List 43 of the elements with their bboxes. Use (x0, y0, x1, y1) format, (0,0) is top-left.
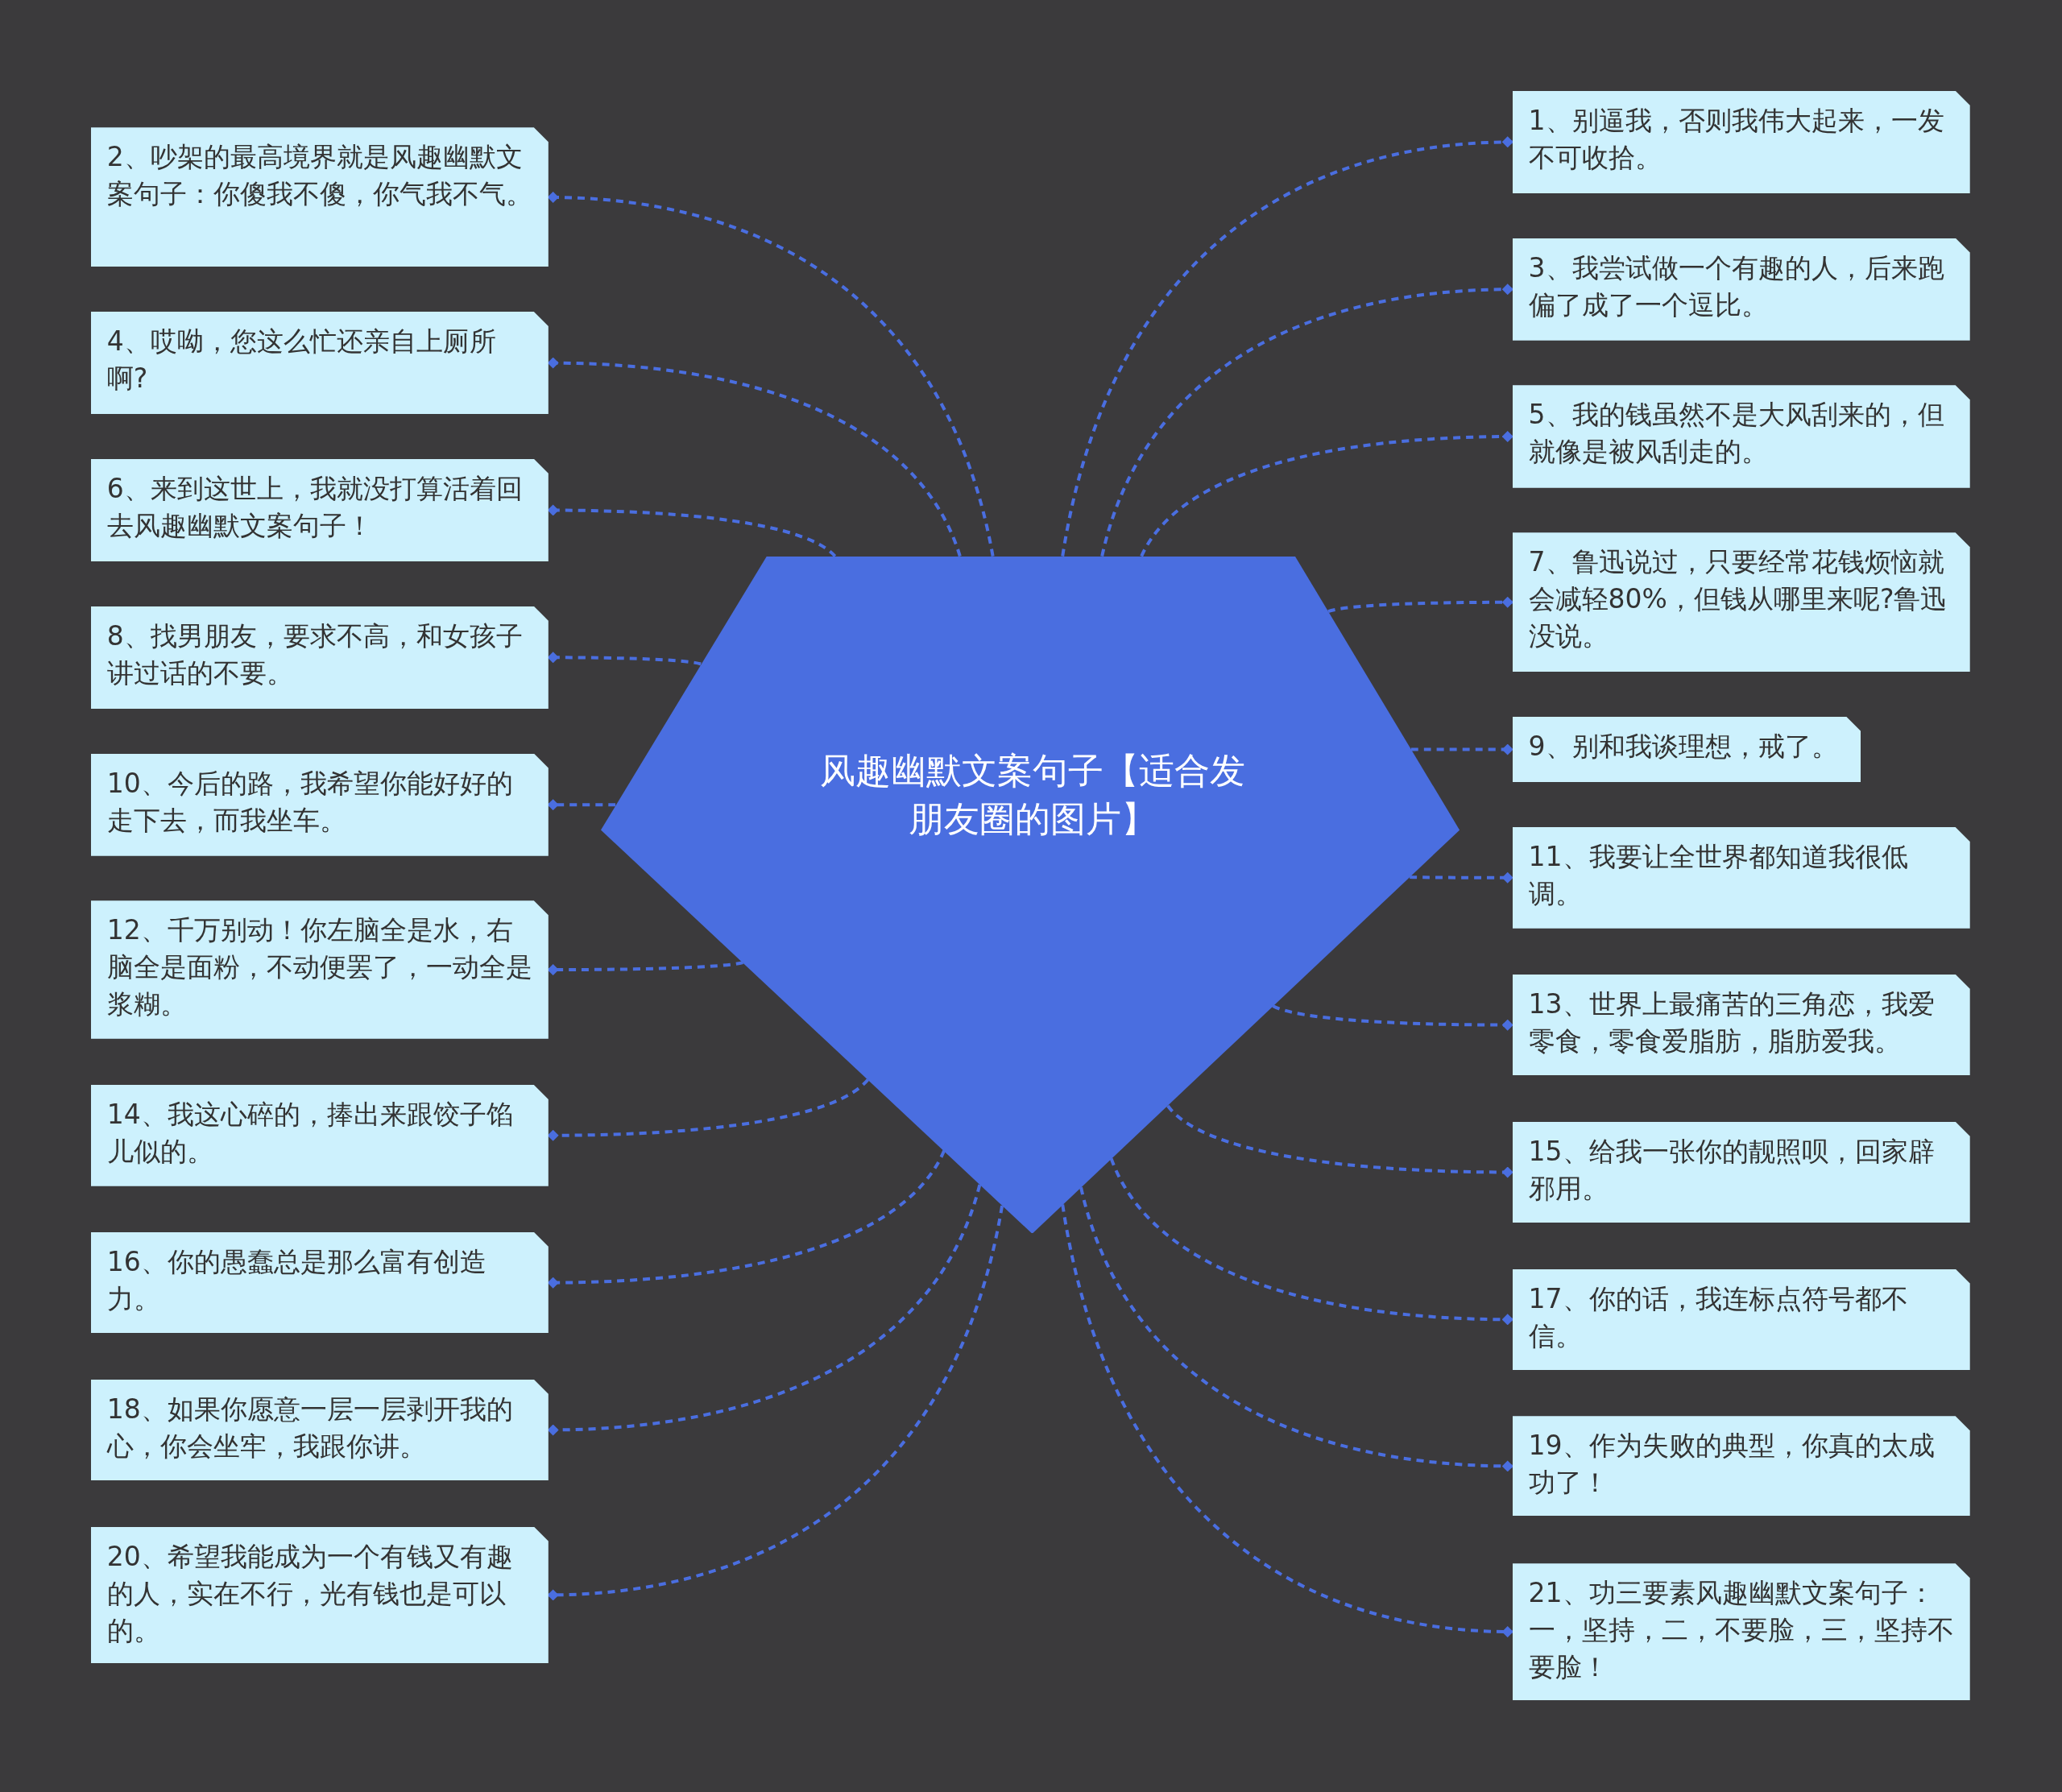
quote-box: 2、吵架的最高境界就是风趣幽默文案句子：你傻我不傻，你气我不气。 (90, 127, 549, 267)
quote-box: 10、今后的路，我希望你能好好的走下去，而我坐车。 (90, 753, 549, 856)
dashed-connector (547, 652, 702, 666)
quote-box: 7、鲁迅说过，只要经常花钱烦恼就会减轻80%，但钱从哪里来呢?鲁迅没说。 (1512, 532, 1970, 673)
quote-box: 21、功三要素风趣幽默文案句子：一，坚持，二，不要脸，三，坚持不要脸！ (1512, 1563, 1970, 1700)
quote-box: 20、希望我能成为一个有钱又有趣的人，实在不行，光有钱也是可以的。 (90, 1526, 549, 1664)
dashed-connector (547, 1184, 982, 1436)
dashed-connector (1410, 743, 1513, 755)
quote-box: 9、别和我谈理想，戒了。 (1512, 716, 1861, 783)
quote-box: 4、哎呦，您这么忙还亲自上厕所啊? (90, 311, 549, 415)
dashed-connector (1109, 1157, 1513, 1326)
dashed-connector (1327, 596, 1513, 614)
dashed-connector (547, 1078, 869, 1141)
central-topic-text: 风趣幽默文案句子【适合发朋友圈的图片】 (818, 749, 1246, 842)
quote-box: 5、我的钱虽然不是大风刮来的，但就像是被风刮走的。 (1512, 385, 1970, 488)
dashed-connector (1272, 1004, 1513, 1031)
dashed-connector (547, 799, 616, 811)
quote-box: 16、你的愚蠢总是那么富有创造力。 (90, 1231, 549, 1334)
dashed-connector (547, 504, 837, 558)
quote-box: 13、世界上最痛苦的三角恋，我爱零食，零食爱脂肪，脂肪爱我。 (1512, 974, 1970, 1076)
quote-box: 6、来到这世上，我就没打算活着回去风趣幽默文案句子！ (90, 458, 549, 562)
dashed-connector (547, 357, 962, 557)
dashed-connector (547, 961, 743, 976)
quote-box: 11、我要让全世界都知道我很低调。 (1512, 826, 1970, 929)
quote-box: 17、你的话，我连标点符号都不信。 (1512, 1268, 1970, 1371)
quote-box: 19、作为失败的典型，你真的太成功了！ (1512, 1416, 1970, 1517)
dashed-connector (547, 192, 995, 557)
quote-box: 18、如果你愿意一层一层剥开我的心，你会坐牢，我跟你讲。 (90, 1379, 549, 1481)
quote-box: 14、我这心碎的，捧出来跟饺子馅儿似的。 (90, 1084, 549, 1186)
dashed-connector (547, 1149, 946, 1289)
dashed-connector (1100, 283, 1513, 557)
dashed-connector (1079, 1186, 1513, 1472)
quote-box: 12、千万别动！你左脑全是水，右脑全是面粉，不动便罢了，一动全是浆糊。 (90, 900, 549, 1039)
quote-box: 15、给我一张你的靓照呗，回家辟邪用。 (1512, 1121, 1970, 1223)
dashed-connector (1061, 136, 1513, 557)
dashed-connector (547, 1205, 1004, 1601)
dashed-connector (1166, 1104, 1513, 1178)
dashed-connector (1140, 431, 1513, 557)
quote-box: 1、别逼我，否则我伟大起来，一发不可收拾。 (1512, 90, 1970, 193)
quote-box: 3、我尝试做一个有趣的人，后来跑偏了成了一个逗比。 (1512, 238, 1970, 341)
dashed-connector (1061, 1204, 1513, 1637)
dashed-connector (1410, 871, 1513, 884)
quote-box: 8、找男朋友，要求不高，和女孩子讲过话的不要。 (90, 606, 549, 709)
